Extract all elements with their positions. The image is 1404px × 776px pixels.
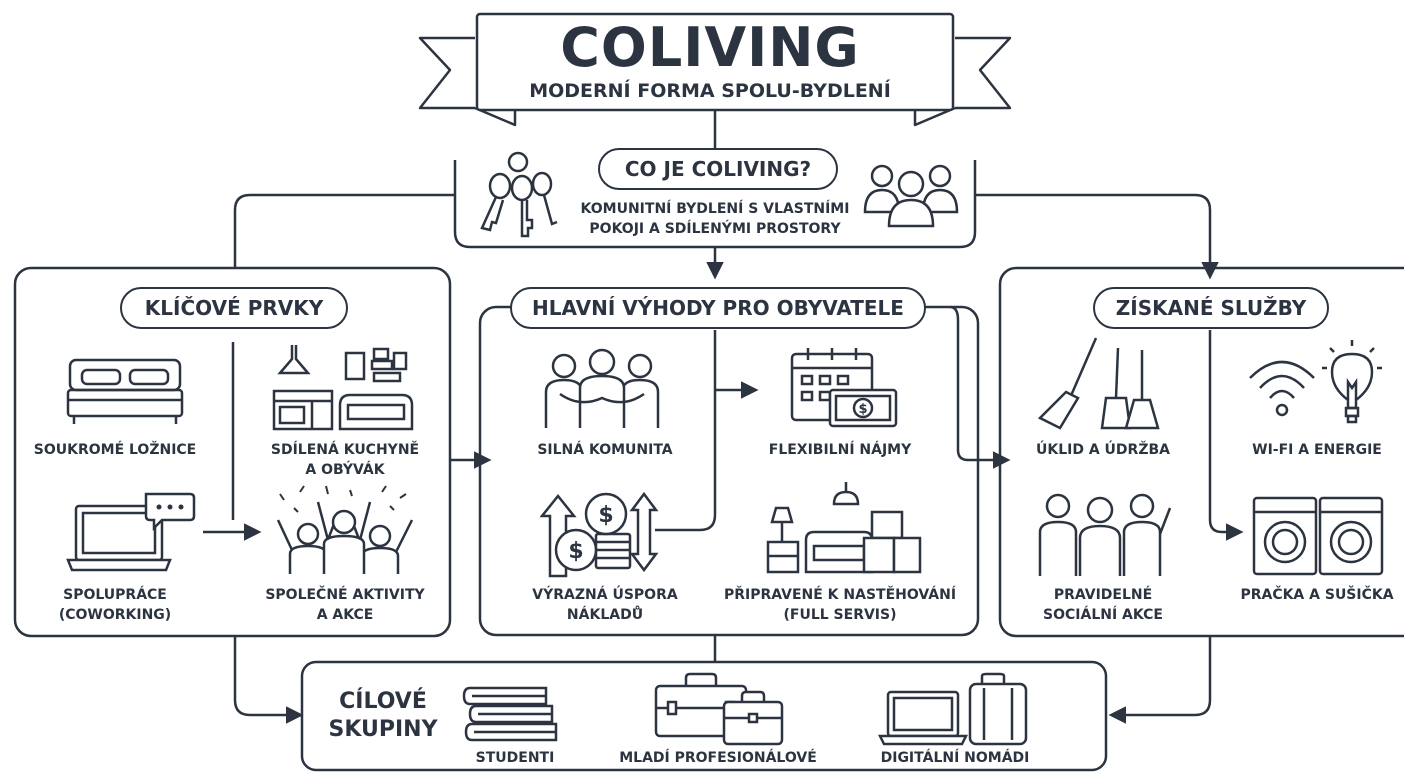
what-is-heading: CO JE COLIVING? xyxy=(598,148,838,190)
service-3-line1: PRAVIDELNÉ xyxy=(1053,587,1153,603)
furnished-room-icon xyxy=(766,482,922,574)
target-2-label: MLADÍ PROFESIONÁLOVÉ xyxy=(619,750,817,766)
benefits-heading: HLAVNÍ VÝHODY PRO OBYVATELE xyxy=(510,287,926,329)
svg-text:$: $ xyxy=(598,503,613,528)
services-heading: ZÍSKANÉ SLUŽBY xyxy=(1093,287,1329,329)
key-elements-heading: KLÍČOVÉ PRVKY xyxy=(120,287,348,329)
friends-icon xyxy=(1038,493,1172,576)
key-item-3-line1: SPOLUPRÁCE xyxy=(63,587,167,603)
what-is-text-line2: POKOJI A SDÍLENÝMI PROSTORY xyxy=(589,221,841,237)
key-item-1-label: SOUKROMÉ LOŽNICE xyxy=(33,442,197,458)
books-icon xyxy=(462,686,558,742)
keys-icon xyxy=(480,151,558,238)
banner-right-fold xyxy=(913,106,956,127)
banner-left-tail xyxy=(418,36,475,110)
key-item-4-line1: SPOLEČNÉ AKTIVITY xyxy=(265,587,425,603)
key-elements-box xyxy=(13,266,452,638)
key-item-2-line2: A OBÝVÁK xyxy=(305,462,385,478)
coins-icon: $$ xyxy=(540,491,659,578)
svg-text:$: $ xyxy=(568,539,583,564)
benefit-3-line1: VÝRAZNÁ ÚSPORA xyxy=(532,587,678,603)
banner-left-fold xyxy=(474,106,517,127)
benefit-4-line2: (FULL SERVIS) xyxy=(783,607,897,623)
key-item-3-line2: (COWORKING) xyxy=(58,607,172,623)
what-is-text-line1: KOMUNITNÍ BYDLENÍ S VLASTNÍMI xyxy=(580,201,850,217)
benefit-1-label: SILNÁ KOMUNITA xyxy=(537,442,673,458)
banner-right-tail xyxy=(955,36,1012,110)
target-3-label: DIGITÁLNÍ NOMÁDI xyxy=(880,750,1030,766)
key-item-4-line2: A AKCE xyxy=(316,607,374,623)
page-title: COLIVING xyxy=(560,16,860,79)
target-groups-box xyxy=(300,660,1108,772)
target-groups-heading-line1: CÍLOVÉ xyxy=(339,689,427,714)
benefit-4-line1: PŘIPRAVENÉ K NASTĚHOVÁNÍ xyxy=(723,587,957,603)
key-item-2-line1: SDÍLENÁ KUCHYNĚ xyxy=(270,442,420,458)
svg-text:$: $ xyxy=(858,402,867,417)
laptop-luggage-icon xyxy=(878,672,1028,746)
brooms-icon xyxy=(1037,337,1160,430)
wifi-bulb-icon xyxy=(1249,340,1382,424)
celebration-icon xyxy=(276,485,414,574)
service-4-label: PRAČKA A SUŠIČKA xyxy=(1240,587,1394,603)
calendar-money-icon: $ xyxy=(790,348,898,428)
target-groups-heading-line2: SKUPINY xyxy=(328,717,438,742)
benefit-2-label: FLEXIBILNÍ NÁJMY xyxy=(768,442,912,458)
bed-icon xyxy=(66,358,184,424)
briefcases-icon xyxy=(654,672,784,746)
washer-dryer-icon xyxy=(1252,496,1384,576)
service-2-label: WI-FI A ENERGIE xyxy=(1252,442,1382,458)
people-group-icon xyxy=(863,164,959,228)
service-1-label: ÚKLID A ÚDRŽBA xyxy=(1036,442,1170,458)
page-subtitle: MODERNÍ FORMA SPOLU-BYDLENÍ xyxy=(529,80,891,102)
laptop-chat-icon xyxy=(66,492,196,572)
benefit-3-line2: NÁKLADŮ xyxy=(566,607,644,623)
service-3-line2: SOCIÁLNÍ AKCE xyxy=(1043,607,1163,623)
community-icon xyxy=(544,348,660,428)
kitchen-living-icon xyxy=(272,345,414,431)
target-1-label: STUDENTI xyxy=(475,750,555,766)
